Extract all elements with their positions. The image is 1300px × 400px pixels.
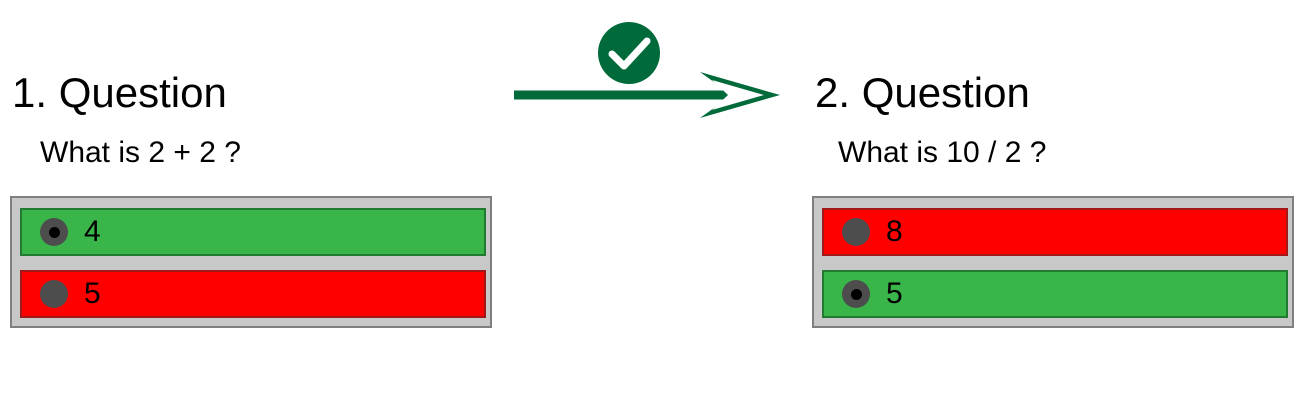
question-1-option-1[interactable]: 4: [20, 208, 486, 256]
question-2-text: What is 10 / 2 ?: [838, 136, 1047, 169]
radio-button-selected[interactable]: [40, 218, 68, 246]
option-label: 4: [84, 215, 101, 248]
question-1-answers: 4 5: [10, 196, 492, 328]
option-label: 5: [84, 277, 101, 310]
radio-button[interactable]: [40, 280, 68, 308]
radio-dot: [48, 226, 60, 238]
radio-button[interactable]: [842, 218, 870, 246]
check-circle-icon: [598, 22, 660, 84]
arrow-icon: [514, 72, 780, 118]
question-1-title: 1. Question: [12, 69, 227, 116]
radio-dot: [850, 288, 862, 300]
question-2-option-2[interactable]: 5: [822, 270, 1288, 318]
option-label: 5: [886, 277, 903, 310]
question-2-answers: 8 5: [812, 196, 1294, 328]
option-label: 8: [886, 215, 903, 248]
question-2-option-1[interactable]: 8: [822, 208, 1288, 256]
radio-button-selected[interactable]: [842, 280, 870, 308]
question-1-text: What is 2 + 2 ?: [40, 136, 241, 169]
question-2-title: 2. Question: [815, 69, 1030, 116]
question-1-option-2[interactable]: 5: [20, 270, 486, 318]
